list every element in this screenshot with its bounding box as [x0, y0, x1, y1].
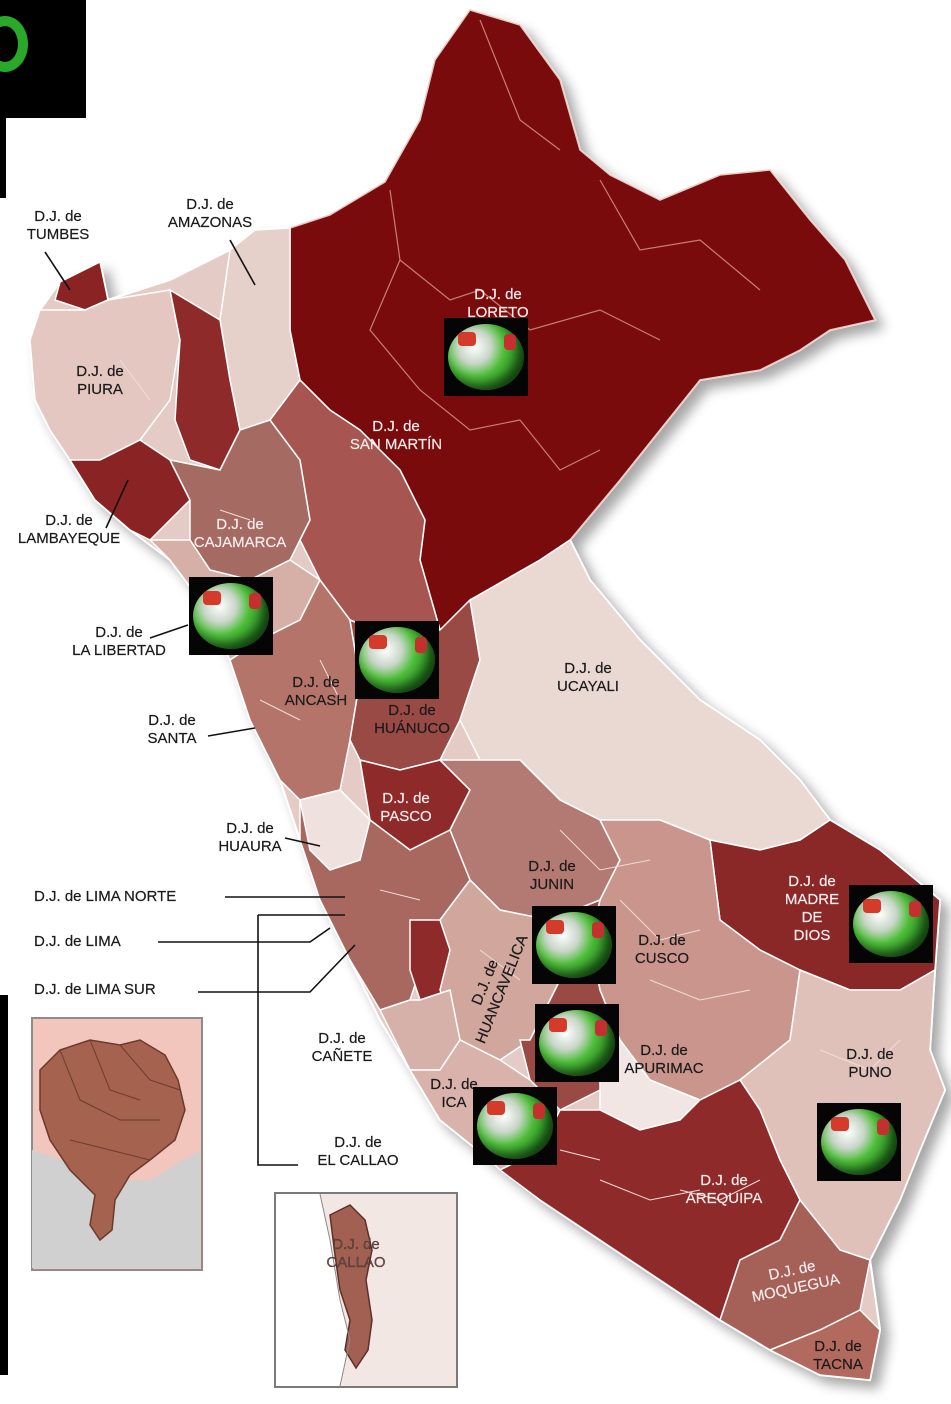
- label-santa: D.J. de SANTA: [147, 712, 197, 747]
- label-lima-norte: D.J. de LIMA NORTE: [34, 888, 177, 905]
- label-loreto: D.J. de LORETO: [467, 286, 529, 321]
- label-junin: D.J. de JUNIN: [528, 858, 576, 893]
- callao-inset-map: [274, 1192, 458, 1388]
- region-huaura: [299, 789, 371, 871]
- label-cusco: D.J. de CUSCO: [634, 932, 690, 967]
- district-court-logo-icon: [817, 1103, 901, 1181]
- label-huanuco: D.J. de HUÁNUCO: [374, 702, 450, 737]
- label-apurimac: D.J. de APURIMAC: [624, 1042, 704, 1077]
- label-la-libertad: D.J. de LA LIBERTAD: [72, 624, 166, 659]
- label-tacna: D.J. de TACNA: [813, 1338, 863, 1373]
- loreto-borders: [369, 19, 761, 471]
- district-court-logo-icon: [189, 577, 273, 655]
- label-san-martin: D.J. de SAN MARTÍN: [349, 418, 443, 453]
- brand-logo-block: [0, 0, 86, 118]
- lima-inset-map: [31, 1017, 203, 1271]
- label-cajamarca: D.J. de CAJAMARCA: [193, 516, 287, 551]
- green-ring-icon: [0, 16, 28, 72]
- label-ancash: D.J. de ANCASH: [284, 674, 348, 709]
- label-arequipa: D.J. de AREQUIPA: [685, 1172, 763, 1207]
- label-madre-de-dios: D.J. de MADRE DE DIOS: [784, 873, 840, 944]
- district-court-logo-icon: [535, 1004, 619, 1082]
- left-edge-bar-top: [0, 118, 6, 198]
- label-lambayeque: D.J. de LAMBAYEQUE: [17, 512, 121, 547]
- district-court-logo-icon: [444, 318, 528, 396]
- label-piura: D.J. de PIURA: [76, 363, 124, 398]
- label-pasco: D.J. de PASCO: [380, 790, 432, 825]
- district-court-logo-icon: [473, 1087, 557, 1165]
- label-ica: D.J. de ICA: [430, 1076, 478, 1111]
- region-tacna: [768, 1309, 881, 1381]
- label-tumbes: D.J. de TUMBES: [26, 208, 90, 243]
- label-lima-sur: D.J. de LIMA SUR: [34, 981, 156, 998]
- label-lima: D.J. de LIMA: [34, 933, 121, 950]
- label-ucayali: D.J. de UCAYALI: [557, 660, 619, 695]
- label-canete: D.J. de CAÑETE: [311, 1030, 373, 1065]
- label-amazonas: D.J. de AMAZONAS: [167, 196, 253, 231]
- label-callao-inset: D.J. de CALLAO: [326, 1236, 386, 1271]
- left-edge-bar-bottom: [0, 995, 8, 1375]
- district-court-logo-icon: [849, 885, 933, 963]
- label-huaura: D.J. de HUAURA: [218, 820, 282, 855]
- callao-inset-region: [329, 1204, 373, 1370]
- label-puno: D.J. de PUNO: [846, 1046, 894, 1081]
- district-court-logo-icon: [532, 906, 616, 984]
- leader-lines: [44, 239, 356, 1166]
- label-el-callao: D.J. de EL CALLAO: [317, 1134, 399, 1169]
- district-court-logo-icon: [355, 621, 439, 699]
